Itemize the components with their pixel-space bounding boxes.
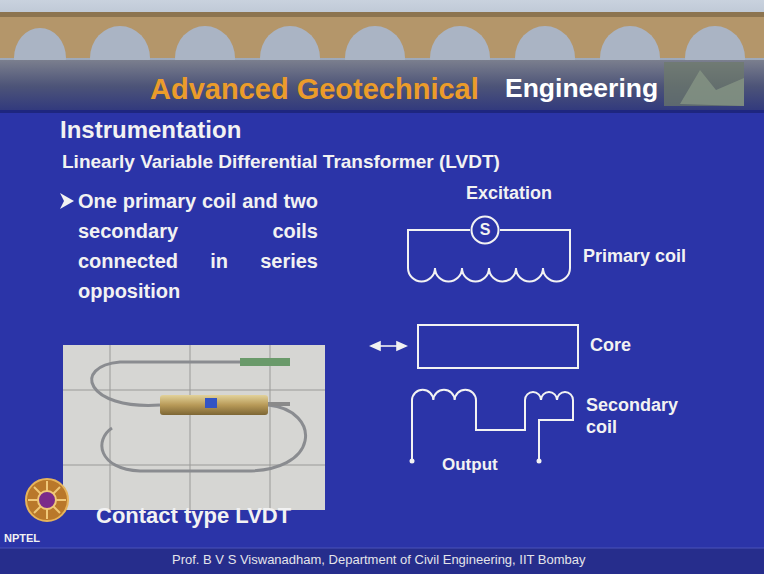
header-banner <box>0 0 764 113</box>
part-label: Core <box>590 335 631 356</box>
footer-text: Prof. B V S Viswanadham, Department of C… <box>172 553 586 568</box>
core-rod <box>418 325 578 368</box>
nptel-logo <box>26 479 68 521</box>
part-label: Primary coil <box>583 246 686 267</box>
banner-title: Advanced Geotechnical <box>150 73 479 106</box>
footer-rule <box>0 548 764 549</box>
subheading: Linearly Variable Differential Transform… <box>62 151 500 173</box>
secondary-coil-symbol <box>412 390 573 460</box>
signal-label: Excitation <box>466 183 552 204</box>
signal-label: Output <box>442 455 498 475</box>
output-terminal <box>537 459 542 464</box>
bullet-text: One primary coil and two secondary coils… <box>78 186 318 306</box>
source-circle: S <box>470 215 500 245</box>
logo-text: NPTEL <box>4 532 40 545</box>
output-terminal <box>410 459 415 464</box>
banner-title: Engineering <box>505 73 658 103</box>
lvdt-photo <box>63 345 325 510</box>
photo-caption: Contact type LVDT <box>96 503 291 528</box>
part-label: Secondary coil <box>586 394 698 438</box>
footer-bar <box>0 548 764 574</box>
bullet-arrow <box>60 193 74 209</box>
source-symbol: S <box>480 221 491 239</box>
motion-arrow <box>371 342 406 350</box>
slide-heading: Instrumentation <box>60 116 241 144</box>
